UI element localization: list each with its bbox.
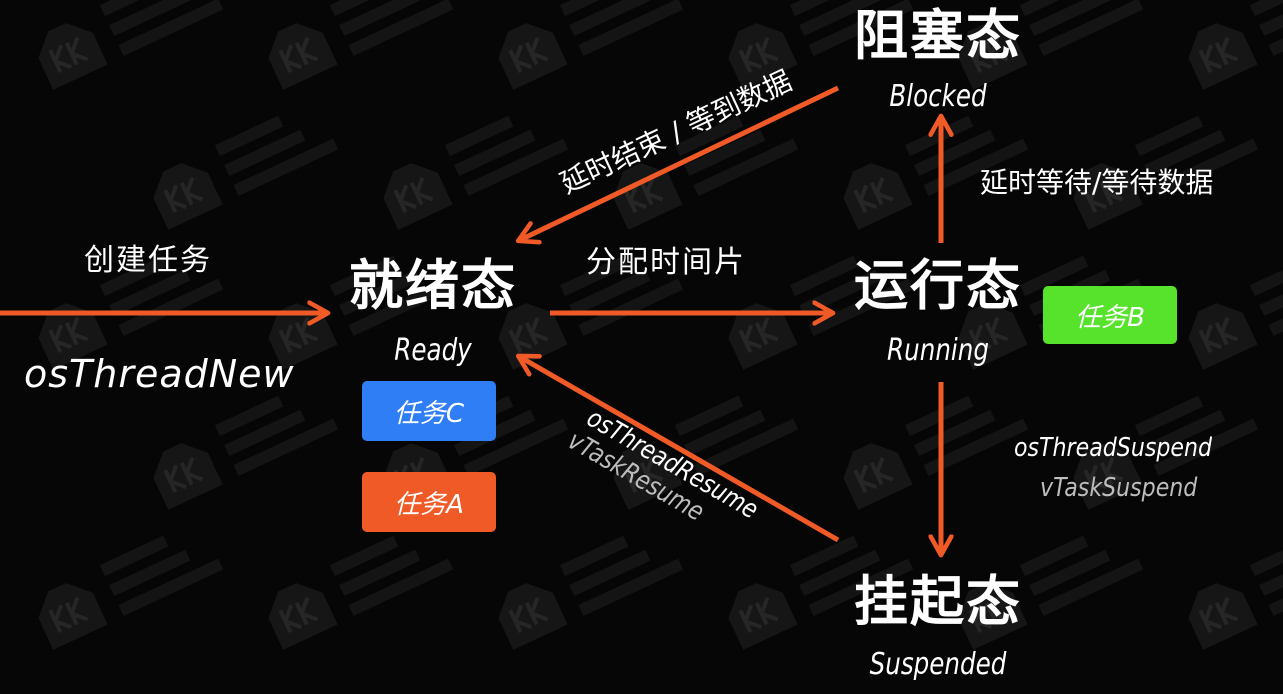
watermark-tile <box>498 255 684 370</box>
watermark-tile <box>38 535 224 650</box>
state-blocked-subtitle: Blocked <box>889 79 987 114</box>
label-delay-wait: 延时等待/等待数据 <box>980 166 1214 199</box>
watermark-tile <box>1188 535 1283 650</box>
watermark-tile <box>38 255 224 370</box>
state-blocked-title: 阻塞态 <box>854 4 1022 67</box>
watermark-tile <box>1073 395 1259 510</box>
watermark-tile <box>843 395 1029 510</box>
watermark-tile <box>268 0 454 90</box>
watermark-tile <box>958 535 1144 650</box>
watermark-tile <box>268 535 454 650</box>
label-dispatch-time-slice: 分配时间片 <box>586 245 746 280</box>
watermark-tile <box>153 395 339 510</box>
state-suspended-title: 挂起态 <box>854 570 1022 633</box>
watermark-tile <box>153 115 339 230</box>
watermark-tile <box>613 395 799 510</box>
watermark-tile <box>498 535 684 650</box>
label-vtasksuspend: vTaskSuspend <box>1040 473 1198 503</box>
arrow-suspended-to-ready <box>520 357 840 543</box>
watermark-tile <box>1073 115 1259 230</box>
watermark-tile <box>1188 0 1283 90</box>
watermark-tile <box>383 115 569 230</box>
state-running-subtitle: Running <box>887 333 989 368</box>
watermark-tile <box>613 115 799 230</box>
watermark-tile <box>958 0 1144 90</box>
watermark-tile <box>728 535 914 650</box>
watermark-tile <box>843 115 1029 230</box>
state-ready-title: 就绪态 <box>349 254 517 317</box>
task-c-badge: 任务C <box>362 381 496 441</box>
task-a-badge: 任务A <box>362 472 496 532</box>
state-running-title: 运行态 <box>854 254 1022 317</box>
label-create-task: 创建任务 <box>84 243 212 278</box>
state-ready-subtitle: Ready <box>394 333 472 368</box>
task-b-badge: 任务B <box>1043 286 1177 344</box>
state-suspended-subtitle: Suspended <box>869 647 1007 682</box>
label-osthreadsuspend: osThreadSuspend <box>1014 433 1213 463</box>
watermark-tile <box>498 0 684 90</box>
label-osthreadnew: osThreadNew <box>24 352 295 396</box>
watermark-tile <box>38 0 224 90</box>
watermark-tile <box>728 0 914 90</box>
arrow-blocked-to-ready <box>520 85 840 240</box>
watermark-tile <box>1188 255 1283 370</box>
